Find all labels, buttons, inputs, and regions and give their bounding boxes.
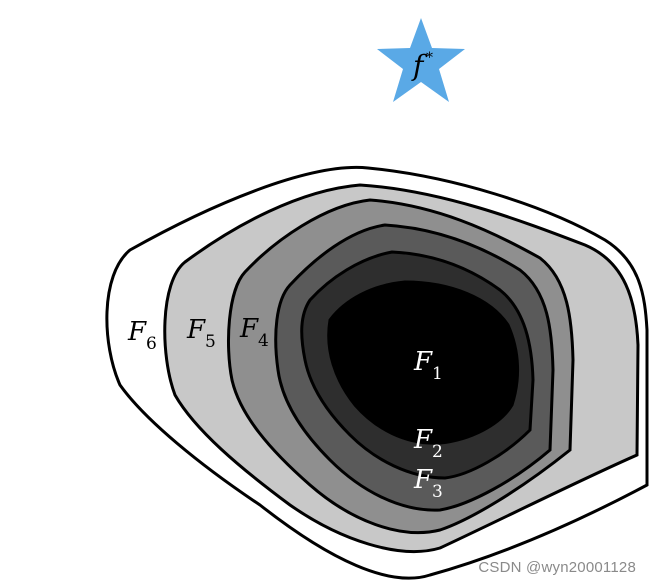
watermark: CSDN @wyn20001128	[478, 559, 636, 576]
label-f6-main: F	[127, 317, 147, 347]
label-f4-subscript: 4	[258, 331, 269, 351]
target-star: f *	[377, 18, 465, 102]
label-f3-subscript: 3	[432, 482, 443, 502]
region-f1	[327, 280, 520, 445]
star-superscript: *	[426, 50, 433, 66]
label-f6: F 6	[127, 317, 157, 354]
label-f2-subscript: 2	[432, 442, 443, 462]
label-f4-main: F	[239, 314, 259, 344]
label-f2-main: F	[413, 425, 433, 455]
label-f5-subscript: 5	[205, 332, 216, 352]
label-f3: F 3	[413, 465, 443, 502]
star-icon	[377, 18, 465, 102]
label-f1-main: F	[413, 347, 433, 377]
label-f2: F 2	[413, 425, 443, 462]
label-f4: F 4	[239, 314, 269, 351]
label-f1: F 1	[413, 347, 443, 384]
label-f5: F 5	[186, 315, 216, 352]
label-f1-subscript: 1	[432, 364, 443, 384]
label-f5-main: F	[186, 315, 206, 345]
label-f3-main: F	[413, 465, 433, 495]
label-f6-subscript: 6	[146, 334, 157, 354]
